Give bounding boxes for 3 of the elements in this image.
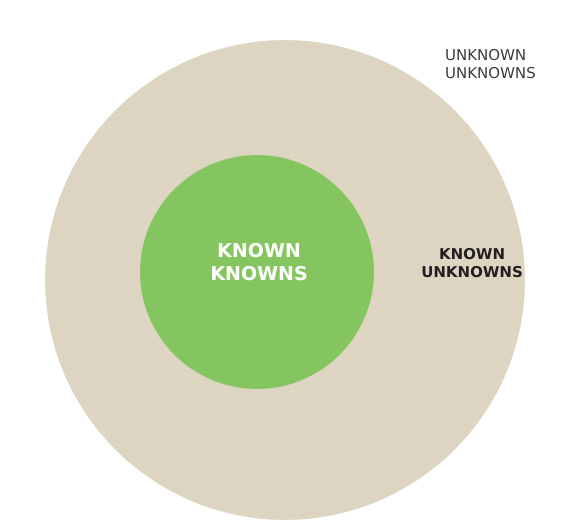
circle-label: KNOWN KNOWNS	[209, 240, 309, 286]
circle-label: KNOWN UNKNOWNS	[420, 245, 524, 281]
outer-label: UNKNOWN UNKNOWNS	[445, 46, 537, 82]
